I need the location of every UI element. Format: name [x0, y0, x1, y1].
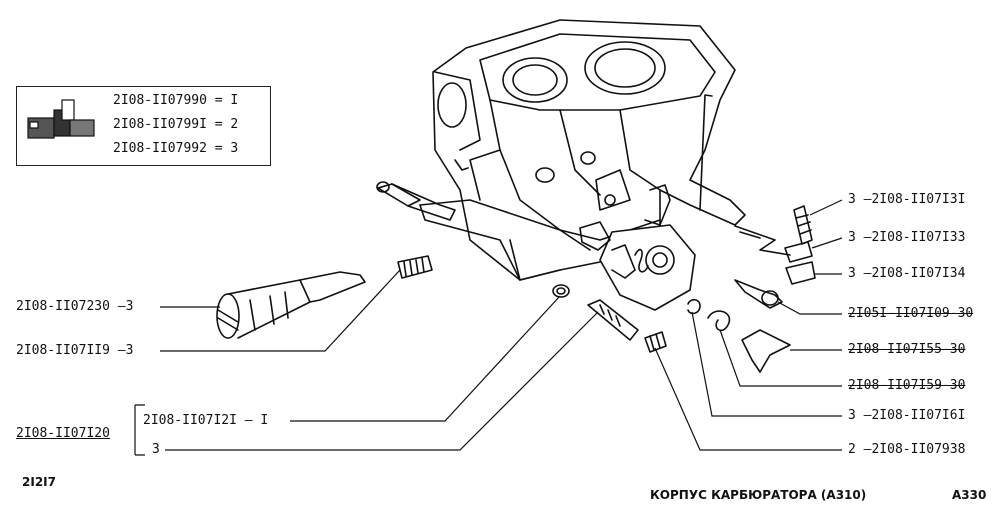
- small-spring: [644, 331, 667, 353]
- legend-pictogram: [27, 99, 95, 139]
- leader-2I08-II07I3I: [809, 199, 843, 216]
- figure-number: 2I2I7: [22, 475, 56, 489]
- label-2I05I-II07I09: 2I05I-II07I09-30: [848, 306, 974, 321]
- leader-2I08-II07938: [654, 347, 842, 451]
- leader-2I08-II07II9: [160, 269, 401, 352]
- needle: [587, 299, 639, 341]
- leader-2I08-II07I2I: [290, 295, 561, 422]
- label-2I08-II07I6I: 3 —2I08-II07I6I: [848, 408, 966, 423]
- label-2I08-II07I34: 3 —2I08-II07I34: [848, 266, 966, 281]
- leader-2I05I-II07I09: [777, 301, 842, 315]
- leader-2I08-II07I6I: [691, 311, 842, 417]
- mixture-screw: [216, 271, 366, 339]
- legend-row-2: 2I08-II0799I = 2: [113, 117, 239, 132]
- legend-box: 2I08-II07990 = I 2I08-II0799I = 2 2I08-I…: [16, 86, 271, 166]
- legend-row-1: 2I08-II07990 = I: [113, 93, 239, 108]
- washer: [552, 284, 570, 298]
- label-2I08-II07I59: 2I08-II07I59-30: [848, 378, 966, 393]
- throttle-assembly: [579, 221, 696, 311]
- label-3: 3: [152, 442, 160, 457]
- label-2I08-II07230: 2I08-II07230 —3: [16, 299, 134, 314]
- label-2I08-II07II9: 2I08-II07II9 —3: [16, 343, 134, 358]
- right-parts: [687, 205, 816, 373]
- leader-2I08-II07I33: [811, 237, 843, 249]
- label-2I08-II07I20: 2I08-II07I20: [16, 426, 110, 441]
- spring-left: [397, 255, 433, 279]
- label-2I08-II07I2I: 2I08-II07I2I — I: [143, 413, 269, 428]
- label-2I08-II07I3I: 3 —2I08-II07I3I: [848, 192, 966, 207]
- jet-screw: [376, 181, 456, 221]
- legend-row-3: 2I08-II07992 = 3: [113, 141, 239, 156]
- label-2I08-II07I33: 3 —2I08-II07I33: [848, 230, 966, 245]
- bracket: [134, 404, 145, 456]
- label-2I08-II07I55: 2I08-II07I55-30: [848, 342, 966, 357]
- carburetor-housing: [419, 19, 746, 281]
- leader-3: [165, 311, 599, 451]
- leader-2I08-II07I59: [719, 329, 842, 387]
- page-code: А330: [952, 488, 987, 502]
- label-2I08-II07938: 2 —2I08-II07938: [848, 442, 966, 457]
- page-title: КОРПУС КАРБЮРАТОРА (А310): [650, 488, 867, 502]
